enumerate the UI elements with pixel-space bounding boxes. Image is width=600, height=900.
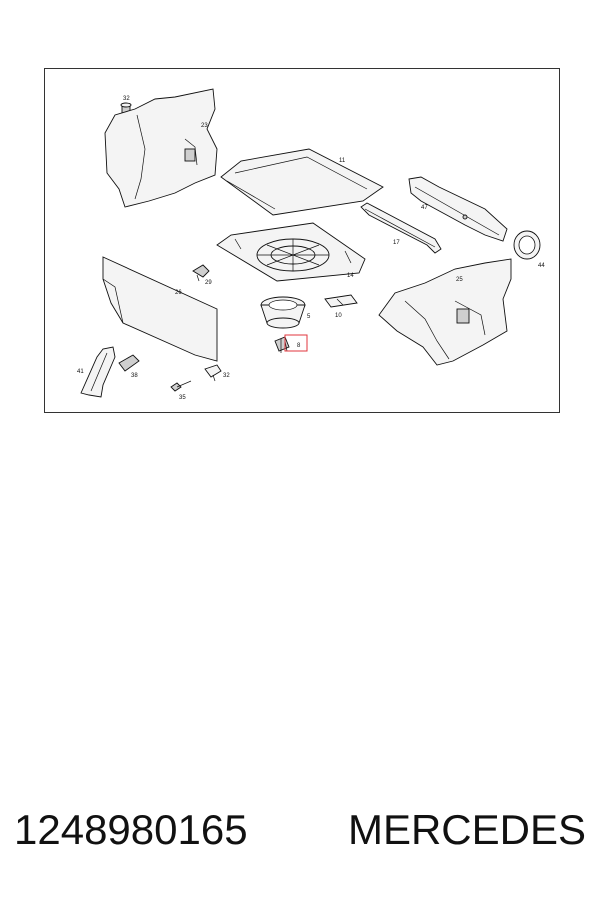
bracket-plate-part-10 — [324, 294, 358, 308]
block-part-38 — [118, 354, 140, 372]
spare-wheel-tray-part-14 — [216, 222, 366, 282]
callout-14: 14 — [347, 273, 354, 279]
side-trim-right-part-25 — [378, 258, 512, 366]
brand-name: MERCEDES — [347, 806, 586, 853]
clip-part-32-bottom — [204, 364, 222, 382]
callout-5: 5 — [307, 314, 311, 320]
strut-bar-part-17 — [360, 202, 442, 254]
callout-8: 8 — [297, 343, 301, 349]
exploded-parts-diagram: 32 23 11 47 17 44 14 26 29 5 10 25 8 41 … — [77, 88, 545, 401]
callout-17: 17 — [393, 240, 400, 246]
floor-mat-part-11 — [220, 148, 384, 216]
ring-seal-part-44 — [513, 230, 541, 260]
rear-reinforcement-part-47 — [408, 176, 508, 242]
product-caption: 1248980165 MERCEDES — [0, 800, 600, 860]
handle-bracket-part-41 — [80, 346, 116, 398]
screw-part-35 — [170, 380, 192, 392]
callout-44: 44 — [538, 263, 545, 269]
callout-10: 10 — [335, 313, 342, 319]
callout-26: 26 — [175, 290, 182, 296]
part-number: 1248980165 — [14, 806, 248, 853]
clip-part-29 — [192, 264, 210, 282]
callout-11: 11 — [339, 158, 346, 164]
partition-board-part-26 — [102, 256, 218, 362]
callout-35: 35 — [179, 395, 186, 401]
parts-diagram-frame: 32 23 11 47 17 44 14 26 29 5 10 25 8 41 … — [44, 68, 560, 413]
callout-23: 23 — [201, 123, 208, 129]
speaker-bowl-part-5 — [260, 296, 306, 329]
callout-38: 38 — [131, 373, 138, 379]
clip-part-32-top — [120, 102, 132, 115]
callout-47: 47 — [421, 205, 428, 211]
callout-29: 29 — [205, 280, 212, 286]
highlight-box-part-8 — [284, 334, 308, 352]
callout-32-bottom: 32 — [223, 373, 230, 379]
callout-25: 25 — [456, 277, 463, 283]
side-trim-left-part-23 — [104, 88, 218, 208]
callout-32-top: 32 — [123, 96, 130, 102]
callout-41: 41 — [77, 369, 84, 375]
